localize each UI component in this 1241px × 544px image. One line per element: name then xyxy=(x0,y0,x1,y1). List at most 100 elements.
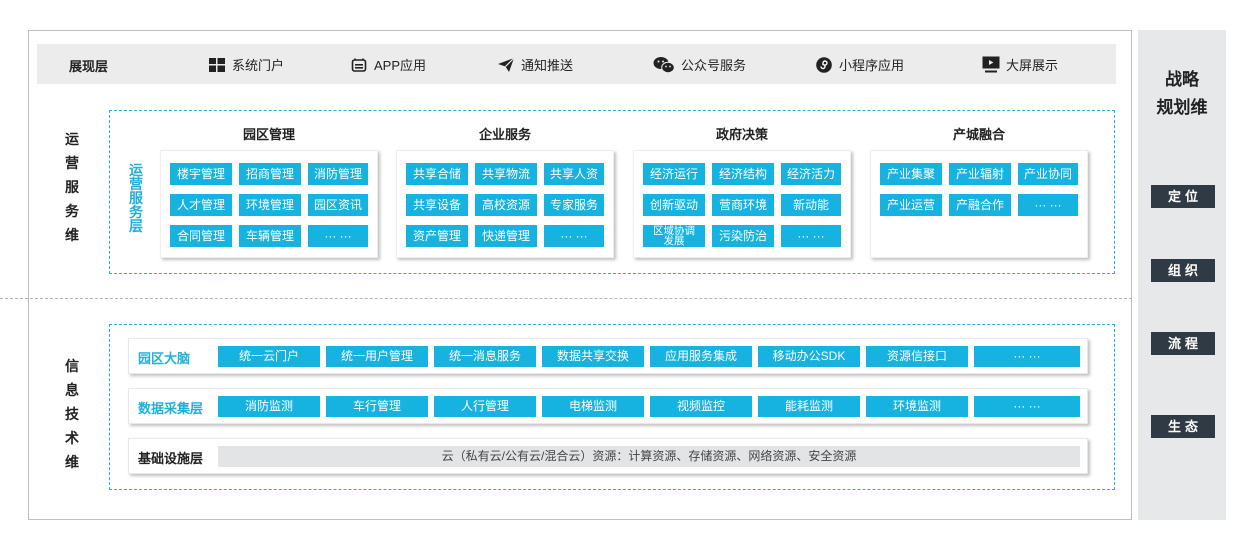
card-body: 楼宇管理 招商管理 消防管理 人才管理 环境管理 园区资讯 合同管理 车辆管理 … xyxy=(160,150,378,258)
card-title: 产城融合 xyxy=(952,127,1005,142)
strategy-panel: 战略 规划维 定位 组织 流程 生态 xyxy=(1138,30,1226,520)
display-item-label: APP应用 xyxy=(374,58,427,73)
card-title: 政府决策 xyxy=(715,127,768,142)
strategy-button-process[interactable]: 流程 xyxy=(1151,332,1215,355)
platform-tag[interactable]: 统一云门户 xyxy=(218,346,320,367)
display-item-mini-program: 小程序应用 xyxy=(815,55,904,74)
more-tag[interactable]: ··· ··· xyxy=(781,225,841,247)
label-char: 营 xyxy=(129,176,143,192)
platform-tag[interactable]: 数据共享交换 xyxy=(542,346,644,367)
strategy-button-ecology[interactable]: 生态 xyxy=(1151,415,1215,438)
display-item-label: 小程序应用 xyxy=(839,58,905,73)
monitor-tag[interactable]: 人行管理 xyxy=(434,396,536,417)
label-char: 运 xyxy=(65,131,79,147)
platform-tag[interactable]: 应用服务集成 xyxy=(650,346,752,367)
service-tag[interactable]: 产融合作 xyxy=(949,194,1011,216)
display-item-wechat: 公众号服务 xyxy=(653,55,746,74)
service-tag[interactable]: 共享设备 xyxy=(406,194,468,216)
service-tag[interactable]: 产业辐射 xyxy=(949,163,1011,185)
card-park-management: 园区管理 楼宇管理 招商管理 消防管理 人才管理 环境管理 园区资讯 合同管理 … xyxy=(160,114,378,258)
operation-layer-label: 运 营 服 务 层 xyxy=(127,163,145,233)
row-data-collection: 数据采集层 消防监测 车行管理 人行管理 电梯监测 视频监控 能耗监测 环境监测… xyxy=(128,388,1088,424)
display-layer-bar: 展现层 系统门户 APP应用 通知推送 公众号服务 小程序应用 大屏展 xyxy=(37,44,1116,84)
more-tag[interactable]: ··· ··· xyxy=(308,225,368,247)
service-tag[interactable]: 营商环境 xyxy=(712,194,774,216)
service-tag[interactable]: 共享物流 xyxy=(475,163,537,185)
card-body: 产业集聚 产业辐射 产业协同 产业运营 产融合作 ··· ··· xyxy=(870,150,1088,258)
more-tag[interactable]: ··· ··· xyxy=(974,346,1080,367)
platform-tag[interactable]: 统一用户管理 xyxy=(326,346,428,367)
monitor-tag[interactable]: 车行管理 xyxy=(326,396,428,417)
label-char: 服 xyxy=(129,190,143,206)
service-tag[interactable]: 污染防治 xyxy=(712,225,774,247)
monitor-tag[interactable]: 视频监控 xyxy=(650,396,752,417)
service-tag[interactable]: 区域协调发展 xyxy=(643,225,705,247)
monitor-tag[interactable]: 能耗监测 xyxy=(758,396,860,417)
monitor-tag[interactable]: 消防监测 xyxy=(218,396,320,417)
service-tag[interactable]: 快递管理 xyxy=(475,225,537,247)
service-tag[interactable]: 招商管理 xyxy=(239,163,301,185)
service-tag[interactable]: 楼宇管理 xyxy=(170,163,232,185)
monitor-tag[interactable]: 电梯监测 xyxy=(542,396,644,417)
label-char: 技 xyxy=(65,406,79,422)
card-enterprise-service: 企业服务 共享合储 共享物流 共享人资 共享设备 高校资源 专家服务 资产管理 … xyxy=(396,114,614,258)
service-tag[interactable]: 高校资源 xyxy=(475,194,537,216)
display-item-app: APP应用 xyxy=(350,55,426,74)
display-item-label: 系统门户 xyxy=(232,58,285,73)
more-tag[interactable]: ··· ··· xyxy=(974,396,1080,417)
display-item-portal: 系统门户 xyxy=(208,55,284,74)
strategy-button-positioning[interactable]: 定位 xyxy=(1151,185,1215,208)
platform-tag[interactable]: 资源信接口 xyxy=(866,346,968,367)
strategy-title-line1: 战略 xyxy=(1165,70,1199,89)
wechat-icon xyxy=(653,56,675,74)
display-item-push: 通知推送 xyxy=(497,55,573,74)
service-tag[interactable]: 创新驱动 xyxy=(643,194,705,216)
service-tag[interactable]: 合同管理 xyxy=(170,225,232,247)
label-char: 务 xyxy=(65,203,79,219)
info-layer-box xyxy=(109,324,1115,490)
strategy-button-organization[interactable]: 组织 xyxy=(1151,259,1215,282)
service-tag[interactable]: 共享人资 xyxy=(544,163,604,185)
monitor-tag[interactable]: 环境监测 xyxy=(866,396,968,417)
service-tag[interactable]: 消防管理 xyxy=(308,163,368,185)
infrastructure-resources: 云（私有云/公有云/混合云）资源：计算资源、存储资源、网络资源、安全资源 xyxy=(218,446,1080,467)
card-industry-city-integration: 产城融合 产业集聚 产业辐射 产业协同 产业运营 产融合作 ··· ··· xyxy=(870,114,1088,258)
service-tag[interactable]: 经济运行 xyxy=(643,163,705,185)
row-title: 数据采集层 xyxy=(138,401,204,416)
display-item-label: 公众号服务 xyxy=(681,58,747,73)
service-tag[interactable]: 产业协同 xyxy=(1018,163,1078,185)
label-char: 运 xyxy=(129,162,143,178)
service-tag[interactable]: 资产管理 xyxy=(406,225,468,247)
service-tag[interactable]: 车辆管理 xyxy=(239,225,301,247)
operation-dimension-label: 运 营 服 务 维 xyxy=(62,127,82,247)
label-char: 务 xyxy=(129,204,143,220)
platform-tag[interactable]: 移动办公SDK xyxy=(758,346,860,367)
label-char: 术 xyxy=(65,430,79,446)
service-tag[interactable]: 环境管理 xyxy=(239,194,301,216)
service-tag[interactable]: 产业集聚 xyxy=(880,163,942,185)
section-divider xyxy=(0,298,1132,299)
strategy-title-line2: 规划维 xyxy=(1156,98,1208,117)
service-tag[interactable]: 专家服务 xyxy=(544,194,604,216)
display-item-label: 大屏展示 xyxy=(1006,58,1059,73)
paper-plane-icon xyxy=(497,56,515,74)
service-tag[interactable]: 经济活力 xyxy=(781,163,841,185)
service-tag[interactable]: 共享合储 xyxy=(406,163,468,185)
label-char: 信 xyxy=(65,358,79,374)
platform-tag[interactable]: 统一消息服务 xyxy=(434,346,536,367)
more-tag[interactable]: ··· ··· xyxy=(544,225,604,247)
mini-program-icon xyxy=(815,56,833,74)
row-park-brain: 园区大脑 统一云门户 统一用户管理 统一消息服务 数据共享交换 应用服务集成 移… xyxy=(128,338,1088,374)
info-dimension-label: 信 息 技 术 维 xyxy=(62,354,82,474)
label-char: 维 xyxy=(65,227,79,243)
service-tag[interactable]: 人才管理 xyxy=(170,194,232,216)
service-tag[interactable]: 产业运营 xyxy=(880,194,942,216)
label-char: 服 xyxy=(65,179,79,195)
service-tag[interactable]: 经济结构 xyxy=(712,163,774,185)
service-tag[interactable]: 园区资讯 xyxy=(308,194,368,216)
display-layer-title: 展现层 xyxy=(69,59,109,74)
more-tag[interactable]: ··· ··· xyxy=(1018,194,1078,216)
card-title: 企业服务 xyxy=(478,127,531,142)
service-tag[interactable]: 新动能 xyxy=(781,194,841,216)
display-item-label: 通知推送 xyxy=(521,58,574,73)
